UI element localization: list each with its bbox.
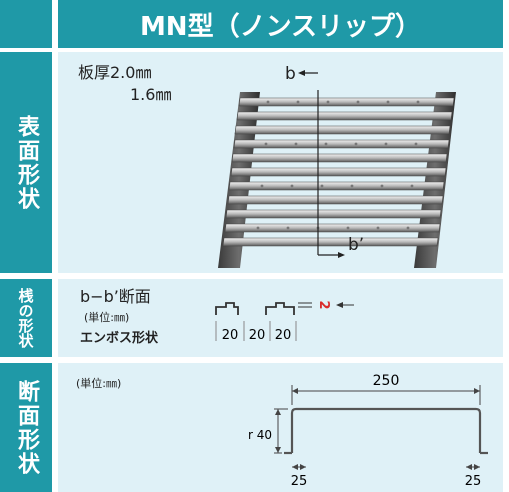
bar-panel: b−b’断面 (単位:㎜) エンボス形状 20 20 20 2 — [58, 279, 503, 357]
thickness-1: 板厚2.0㎜ — [78, 63, 152, 82]
thickness-text: 板厚2.0㎜ 1.6㎜ — [78, 62, 171, 106]
section-panel: (単位:㎜) 250 60 or 40 25 25 — [58, 363, 503, 492]
side-text-section: 断面形状 — [14, 379, 39, 476]
page-title: MN型（ノンスリップ） — [58, 0, 503, 48]
width-label: 250 — [373, 373, 400, 389]
thickness-2: 1.6㎜ — [130, 85, 172, 104]
emboss-diagram: 20 20 20 2 — [215, 300, 354, 343]
surface-panel: 板厚2.0㎜ 1.6㎜ — [58, 52, 503, 273]
b-arrow — [298, 70, 318, 76]
corner-block — [0, 0, 52, 48]
flange-left-label: 25 — [291, 474, 308, 489]
bar-emboss: エンボス形状 — [80, 331, 159, 346]
label-b-prime: b’ — [348, 235, 365, 255]
height-mark: 2 — [316, 300, 331, 309]
side-label-surface: 表面形状 — [0, 52, 52, 273]
bar-unit: (単位:㎜) — [84, 311, 130, 324]
dim-2: 20 — [249, 328, 266, 343]
bar-title: b−b’断面 — [80, 287, 151, 306]
section-unit: (単位:㎜) — [76, 377, 122, 390]
dim-3: 20 — [275, 328, 292, 343]
height-label: 60 or 40 — [248, 428, 272, 442]
side-text-surface: 表面形状 — [14, 114, 39, 211]
flange-right-label: 25 — [465, 474, 482, 489]
label-b: b — [285, 64, 296, 84]
side-text-bar: 桟の形状 — [16, 288, 35, 348]
dim-1: 20 — [222, 328, 239, 343]
side-label-bar: 桟の形状 — [0, 279, 52, 357]
section-diagram: 250 60 or 40 25 25 — [248, 373, 488, 489]
grating-image — [218, 90, 456, 268]
side-label-section: 断面形状 — [0, 363, 52, 492]
